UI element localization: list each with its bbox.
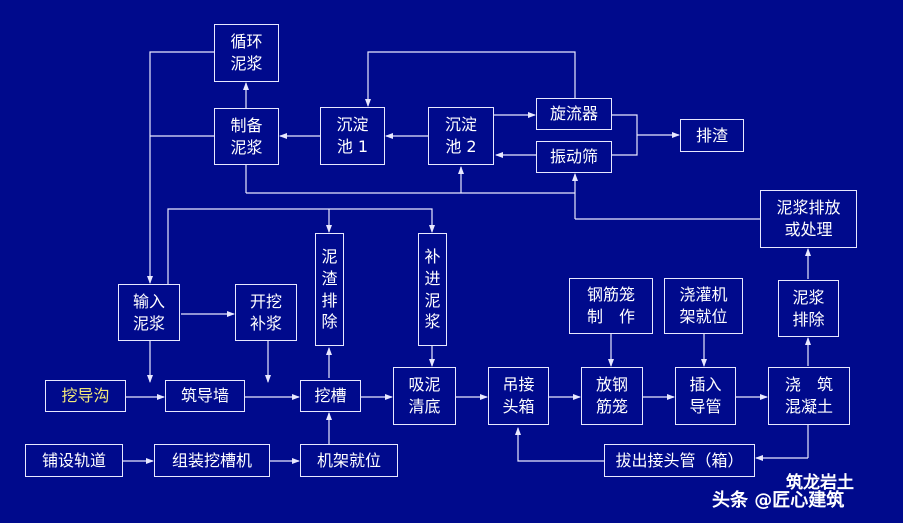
node-bachu-jietouguan: 拔出接头管（箱） [604, 444, 755, 477]
node-bujin-nijiang: 补 进 泥 浆 [418, 233, 447, 346]
node-zhendongshai: 振动筛 [536, 141, 612, 173]
node-jijia-jiuwei: 机架就位 [300, 444, 398, 477]
node-chendianchi-2: 沉淀 池 2 [428, 107, 494, 165]
node-charu-daoguan: 插入 导管 [675, 367, 736, 425]
node-diaojie-touxiang: 吊接 头箱 [488, 367, 549, 425]
node-xunhuan-nijiang: 循环 泥浆 [214, 24, 279, 82]
node-nijiang-paifang: 泥浆排放 或处理 [760, 190, 857, 248]
node-jiaozhu-hunningtu: 浇 筑 混凝土 [768, 367, 850, 425]
node-fang-gangjinlong: 放钢 筋笼 [581, 367, 643, 425]
node-xini-qingdi: 吸泥 清底 [393, 367, 456, 425]
node-jiaoguanji-jiuwei: 浇灌机 架就位 [664, 278, 743, 334]
node-zhibei-nijiang: 制备 泥浆 [214, 108, 279, 165]
node-nizha-paichu: 泥 渣 排 除 [315, 233, 344, 346]
node-paizha: 排渣 [680, 119, 744, 152]
node-chendianchi-1: 沉淀 池 1 [320, 107, 385, 165]
node-zhu-daoqiang: 筑导墙 [165, 380, 245, 412]
node-nijiang-paichu: 泥浆 排除 [778, 280, 839, 337]
node-wa-daogou: 挖导沟 [45, 380, 126, 412]
node-zuzhuang-wacaoji: 组装挖槽机 [154, 444, 270, 477]
watermark-line2: 头条 @匠心建筑 [712, 490, 845, 511]
watermark-line1: 筑龙岩土 [786, 473, 854, 493]
node-xuanliuqi: 旋流器 [536, 98, 612, 130]
node-wacao: 挖槽 [300, 380, 361, 412]
node-pushe-guidao: 铺设轨道 [25, 444, 123, 477]
node-kaiwa-bujiang: 开挖 补浆 [235, 284, 297, 341]
node-shuru-nijiang: 输入 泥浆 [118, 284, 180, 341]
node-gangjinlong-zhizuo: 钢筋笼 制 作 [569, 278, 653, 334]
